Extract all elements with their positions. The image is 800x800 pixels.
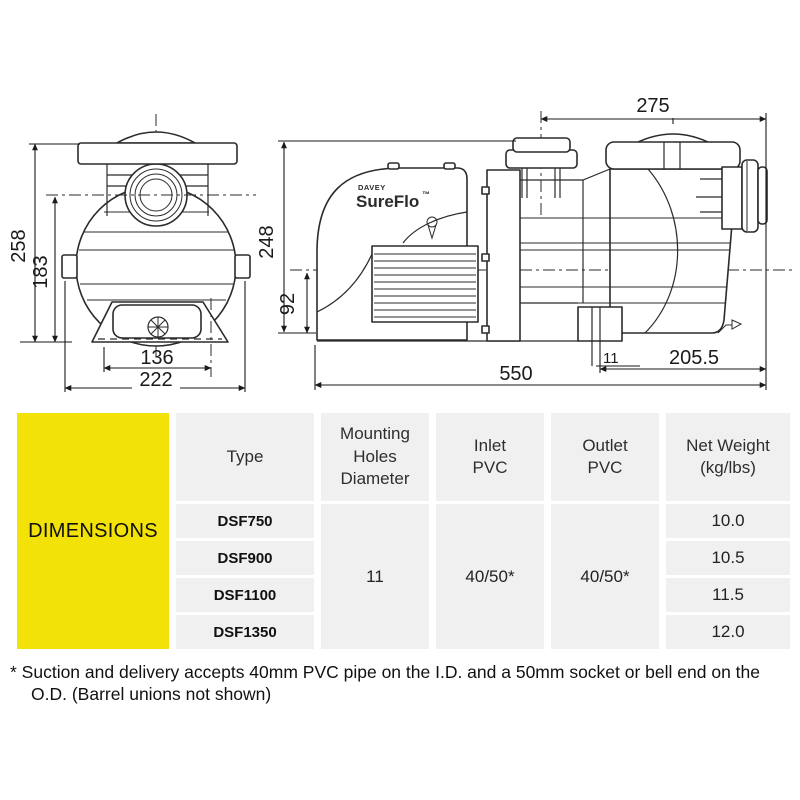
footnote-line-2: O.D. (Barrel unions not shown): [31, 684, 272, 705]
plate-bolt: [481, 186, 490, 195]
net-weight-value: 10.5: [666, 541, 790, 575]
dim-205-label: 205.5: [669, 347, 719, 369]
table-row-type: DSF1350: [176, 615, 314, 649]
col-header-mounting-holes: Mounting Holes Diameter: [321, 413, 429, 501]
extension-lines-222: [64, 281, 246, 392]
inlet-union-cap: [512, 137, 571, 153]
outlet-union-cap: [757, 166, 768, 225]
inlet-pvc-value: 40/50*: [436, 504, 544, 649]
label-mask: [132, 371, 180, 389]
net-weight-value: 10.0: [666, 504, 790, 538]
model-logo-text: SureFlo: [356, 192, 419, 211]
strainer-basket-curve: [644, 168, 679, 334]
side-view-drawing: DAVEY SureFlo ™: [256, 95, 792, 390]
outlet-flange: [721, 166, 743, 230]
tank-lid-marks: [663, 142, 681, 169]
motor-mount-plate: [486, 169, 521, 342]
clamp-lug-right: [234, 254, 251, 279]
dim-258-label: 258: [8, 229, 30, 262]
mounting-hole-lines: [591, 307, 601, 341]
col-header-outlet-pvc: Outlet PVC: [551, 413, 659, 501]
pump-technical-drawings: 258 183 136 222 DAVEY SureFlo ™: [8, 95, 792, 392]
lid-dome: [116, 131, 196, 144]
cowl-bolt: [443, 162, 456, 170]
front-view-drawing: 258 183 136 222: [8, 114, 256, 392]
brand-logo-text: DAVEY: [358, 183, 386, 192]
volute-top-edge: [520, 168, 611, 181]
dim-550-label: 550: [499, 363, 532, 385]
net-weight-value: 11.5: [666, 578, 790, 612]
inlet-union-stems: [521, 168, 561, 198]
table-row-type: DSF750: [176, 504, 314, 538]
dim-275-label: 275: [636, 95, 669, 117]
col-header-type: Type: [176, 413, 314, 501]
tank-lid-ring: [605, 141, 741, 170]
outlet-pvc-value: 40/50*: [551, 504, 659, 649]
strainer-neck: [106, 163, 209, 216]
motor-fin-block: [371, 245, 479, 323]
table-row-type: DSF1100: [176, 578, 314, 612]
lid-flange: [77, 142, 238, 165]
tank-band-lines: [520, 217, 731, 304]
net-weight-value: 12.0: [666, 615, 790, 649]
clamp-lug-left: [61, 254, 78, 279]
dim-11-label: 11: [603, 350, 619, 367]
col-header-inlet-pvc: Inlet PVC: [436, 413, 544, 501]
dim-136-label: 136: [140, 347, 173, 369]
dim-183-label: 183: [30, 255, 52, 288]
tank-drain-spout: [717, 319, 743, 334]
drain-screw-hatch: [148, 317, 168, 337]
footnote: * Suction and delivery accepts 40mm PVC …: [10, 661, 796, 705]
trademark-symbol: ™: [422, 190, 430, 199]
dim-92-label: 92: [277, 293, 299, 315]
plate-bolt: [481, 253, 490, 262]
keyhole-vent: [426, 216, 438, 228]
cowl-joint-seam: [402, 211, 468, 244]
dimensions-section-label: DIMENSIONS: [17, 413, 169, 649]
col-header-net-weight: Net Weight (kg/lbs): [666, 413, 790, 501]
strainer-tank-body: [609, 168, 738, 334]
plate-bolt: [481, 325, 490, 334]
motor-fins: [374, 253, 476, 318]
suction-port-ring: [129, 168, 183, 222]
cowl-bolt: [387, 162, 400, 170]
dim-222-label: 222: [139, 369, 172, 391]
outlet-union-nut: [741, 159, 759, 233]
base-panel: [112, 304, 202, 339]
keyhole-vent-tail: [427, 224, 437, 240]
dim-248-label: 248: [256, 225, 278, 258]
table-row-type: DSF900: [176, 541, 314, 575]
footnote-line-1: * Suction and delivery accepts 40mm PVC …: [10, 662, 760, 682]
extension-lines-205: [591, 341, 601, 373]
mounting-holes-value: 11: [321, 504, 429, 649]
dimensions-table: DIMENSIONS Type Mounting Holes Diameter …: [17, 413, 790, 649]
